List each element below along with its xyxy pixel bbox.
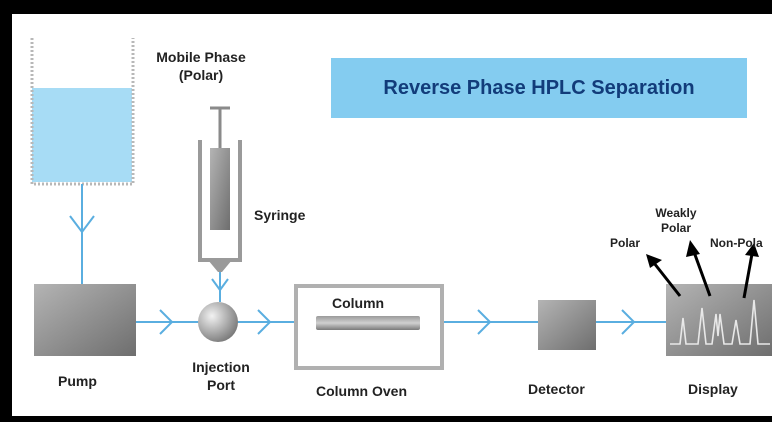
arrow-weakly-polar-head — [686, 240, 700, 257]
injection-port-label-line2: Port — [207, 377, 235, 393]
peak-label-weakly-polar-line1: Weakly — [655, 206, 697, 220]
pump-label: Pump — [58, 373, 97, 389]
flow-chevron-right-3 — [477, 309, 492, 335]
arrow-polar — [652, 262, 682, 297]
column-label: Column — [332, 295, 385, 311]
peak-label-polar: Polar — [610, 236, 641, 250]
display-label: Display — [688, 381, 738, 397]
chromatogram-trace — [670, 299, 770, 345]
mobile-phase-reservoir — [30, 38, 135, 186]
mobile-phase-label: Mobile Phase (Polar) — [146, 48, 256, 84]
syringe-plunger — [210, 148, 230, 230]
mobile-phase-label-line1: Mobile Phase — [156, 49, 246, 65]
arrow-weakly-polar — [692, 251, 712, 297]
column-oven-box — [294, 284, 444, 370]
peak-label-non-polar: Non-Pola — [710, 236, 763, 250]
flow-lines — [69, 184, 666, 335]
peak-label-weakly-polar: Weakly Polar — [650, 206, 702, 236]
arrow-non-polar-head — [745, 243, 759, 257]
peak-arrows — [646, 240, 759, 299]
peak-label-weakly-polar-line2: Polar — [660, 221, 691, 235]
injection-port-label: Injection Port — [182, 358, 260, 394]
flow-chevron-right-4 — [621, 309, 636, 335]
mobile-phase-label-line2: (Polar) — [178, 67, 224, 83]
injection-port-label-line1: Injection — [192, 359, 250, 375]
reservoir-liquid — [32, 88, 132, 182]
syringe-tip — [208, 260, 232, 272]
syringe-label: Syringe — [254, 207, 306, 223]
injection-port-valve — [198, 302, 238, 342]
flow-chevron-down-2 — [211, 278, 229, 292]
title-banner: Reverse Phase HPLC Separation — [331, 58, 747, 118]
flow-chevron-down-1 — [69, 215, 95, 234]
arrow-polar-head — [646, 254, 662, 268]
flow-chevron-right-2 — [257, 309, 272, 335]
pump-box — [34, 284, 136, 356]
column-oven-label: Column Oven — [316, 383, 408, 399]
flow-chevron-right-1 — [159, 309, 174, 335]
column-tube — [316, 316, 420, 330]
syringe — [198, 106, 242, 272]
diagram-title: Reverse Phase HPLC Separation — [383, 76, 695, 99]
detector-label: Detector — [528, 381, 585, 397]
arrow-non-polar — [742, 253, 754, 299]
detector-box — [538, 300, 596, 350]
